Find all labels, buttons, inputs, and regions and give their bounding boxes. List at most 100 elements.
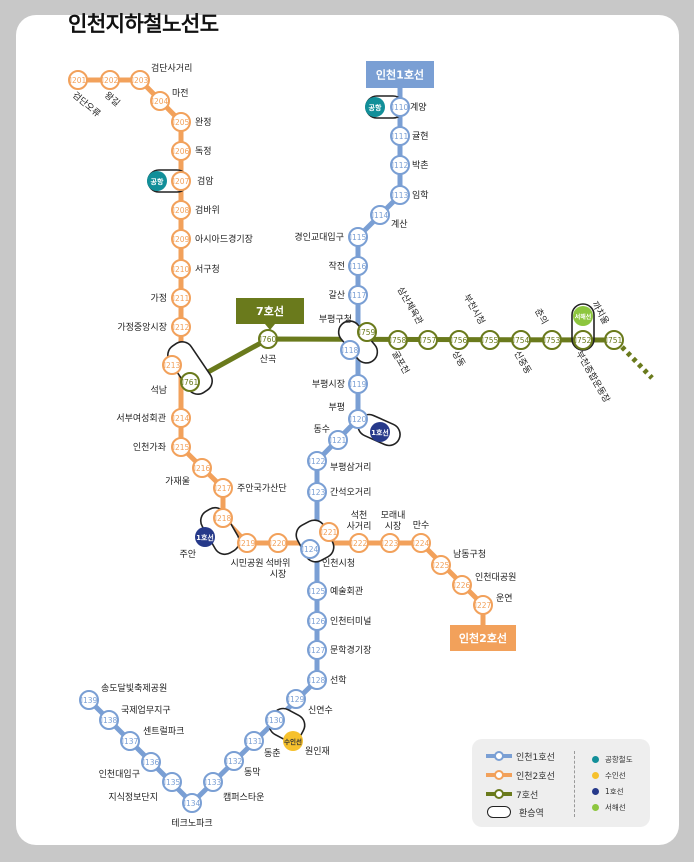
line7-station-label-i754: 신중동: [511, 349, 533, 376]
line7-station-label-i756: 상동: [449, 349, 467, 369]
line7-station-i761[interactable]: I761: [180, 372, 200, 392]
line1-station-i113[interactable]: I113: [390, 185, 410, 205]
line7-station-i760[interactable]: I760: [258, 329, 278, 349]
line1-station-i137[interactable]: I137: [120, 731, 140, 751]
line1-station-label-i132: 동막: [244, 767, 261, 778]
line1-station-i117[interactable]: I117: [348, 285, 368, 305]
line2-station-label-i226: 인천대공원: [475, 572, 516, 583]
line2-station-i226[interactable]: I226: [452, 575, 472, 595]
line1-station-i112[interactable]: I112: [390, 155, 410, 175]
line1-station-i136[interactable]: I136: [141, 752, 161, 772]
line1-station-i128[interactable]: I128: [307, 670, 327, 690]
line7-station-i751[interactable]: I751: [604, 330, 624, 350]
line2-station-label-i204: 마전: [172, 88, 189, 99]
line1-station-i110[interactable]: I110: [390, 97, 410, 117]
line2-station-label-i205: 완정: [195, 117, 212, 128]
line1-station-i115[interactable]: I115: [348, 227, 368, 247]
line1-station-i111[interactable]: I111: [390, 126, 410, 146]
line2-station-i227[interactable]: I227: [473, 595, 493, 615]
line2-station-i221[interactable]: I221: [319, 522, 339, 542]
line2-station-i210[interactable]: I210: [171, 259, 191, 279]
line2-station-i201[interactable]: I201: [68, 70, 88, 90]
line2-station-i215[interactable]: I215: [171, 437, 191, 457]
line1-station-i129[interactable]: I129: [286, 689, 306, 709]
line1-station-i119[interactable]: I119: [348, 374, 368, 394]
line2-station-i212[interactable]: I212: [171, 317, 191, 337]
line1-station-label-i110: 계양: [410, 101, 427, 113]
line2-station-label-i206: 독정: [195, 146, 212, 157]
line1-station-i118[interactable]: I118: [340, 340, 360, 360]
line2-station-i202[interactable]: I202: [100, 70, 120, 90]
line1-station-label-i114: 계산: [391, 218, 408, 230]
line2-station-i220[interactable]: I220: [268, 533, 288, 553]
station-code: I110: [392, 103, 409, 112]
line2-station-i211[interactable]: I211: [171, 288, 191, 308]
line2-station-i225[interactable]: I225: [431, 555, 451, 575]
line1-station-i124[interactable]: I124: [300, 539, 320, 559]
line2-station-i222[interactable]: I222: [349, 533, 369, 553]
line1-station-i126[interactable]: I126: [307, 611, 327, 631]
line7-station-label-i755: 부천시청: [461, 292, 487, 326]
line2-station-i214[interactable]: I214: [171, 408, 191, 428]
line2-station-i218[interactable]: I218: [213, 508, 233, 528]
line2-station-i203[interactable]: I203: [130, 70, 150, 90]
svg-text:인천2호선: 인천2호선: [459, 631, 507, 645]
airport-transfer-badge: 공항: [147, 171, 167, 191]
line1-station-i133[interactable]: I133: [203, 772, 223, 792]
line7-station-i758[interactable]: I758: [388, 330, 408, 350]
line2-station-i205[interactable]: I205: [171, 112, 191, 132]
line1-station-i114[interactable]: I114: [370, 205, 390, 225]
line7-station-i753[interactable]: I753: [542, 330, 562, 350]
line1-station-i127[interactable]: I127: [307, 640, 327, 660]
line7-station-i752[interactable]: I752: [573, 330, 593, 350]
svg-text:1호선: 1호선: [196, 533, 214, 542]
line1-station-i130[interactable]: I130: [265, 710, 285, 730]
line1-station-i123[interactable]: I123: [307, 482, 327, 502]
svg-text:인천1호선: 인천1호선: [376, 68, 424, 82]
line7-station-i756[interactable]: I756: [449, 330, 469, 350]
line7-badge: 7호선: [236, 298, 304, 330]
line2-station-i217[interactable]: I217: [213, 478, 233, 498]
line2-station-label-i217: 주안국가산단: [237, 483, 287, 494]
line1-station-i122[interactable]: I122: [307, 451, 327, 471]
station-code: I118: [342, 346, 359, 355]
line1-station-i138[interactable]: I138: [99, 710, 119, 730]
station-code: I133: [205, 778, 222, 787]
line1-station-i125[interactable]: I125: [307, 581, 327, 601]
line1-station-i135[interactable]: I135: [162, 772, 182, 792]
page-title: 인천지하철노선도: [68, 12, 219, 36]
line1-station-i134[interactable]: I134: [182, 793, 202, 813]
line1-station-label-i137: 센트럴파크: [143, 726, 184, 737]
line1-station-i132[interactable]: I132: [224, 751, 244, 771]
line1-station-i139[interactable]: I139: [79, 690, 99, 710]
line1-station-label-i126: 인천터미널: [330, 616, 371, 627]
line1-station-i116[interactable]: I116: [348, 256, 368, 276]
line2-station-i206[interactable]: I206: [171, 141, 191, 161]
station-code: I758: [390, 336, 407, 345]
line2-station-label-i219: 시민공원: [230, 558, 263, 569]
svg-text:7호선: 7호선: [256, 304, 284, 318]
line7-station-i754[interactable]: I754: [511, 330, 531, 350]
transfer-oval-icon: [487, 806, 511, 818]
line2-station-i213[interactable]: I213: [162, 355, 182, 375]
line1-station-i131[interactable]: I131: [244, 731, 264, 751]
line7-station-i755[interactable]: I755: [480, 330, 500, 350]
line2-station-i204[interactable]: I204: [150, 91, 170, 111]
line7-station-label-i757: 삼산체육관: [395, 285, 425, 326]
legend-item-seohae: 서해선: [592, 800, 626, 814]
line2-station-i207[interactable]: I207: [171, 171, 191, 191]
line7-station-i759[interactable]: I759: [357, 322, 377, 342]
line2-station-i219[interactable]: I219: [237, 533, 257, 553]
line1-station-i120[interactable]: I120: [348, 409, 368, 429]
line1-station-i121[interactable]: I121: [328, 430, 348, 450]
line2-station-i223[interactable]: I223: [380, 533, 400, 553]
line2-station-i216[interactable]: I216: [192, 458, 212, 478]
line7-station-i757[interactable]: I757: [418, 330, 438, 350]
line2-station-i224[interactable]: I224: [411, 533, 431, 553]
line1-station-label-i121: 동수: [313, 424, 330, 435]
line2-station-i209[interactable]: I209: [171, 229, 191, 249]
station-code: I760: [260, 335, 277, 344]
svg-text:공항: 공항: [369, 103, 382, 112]
line2-station-i208[interactable]: I208: [171, 200, 191, 220]
